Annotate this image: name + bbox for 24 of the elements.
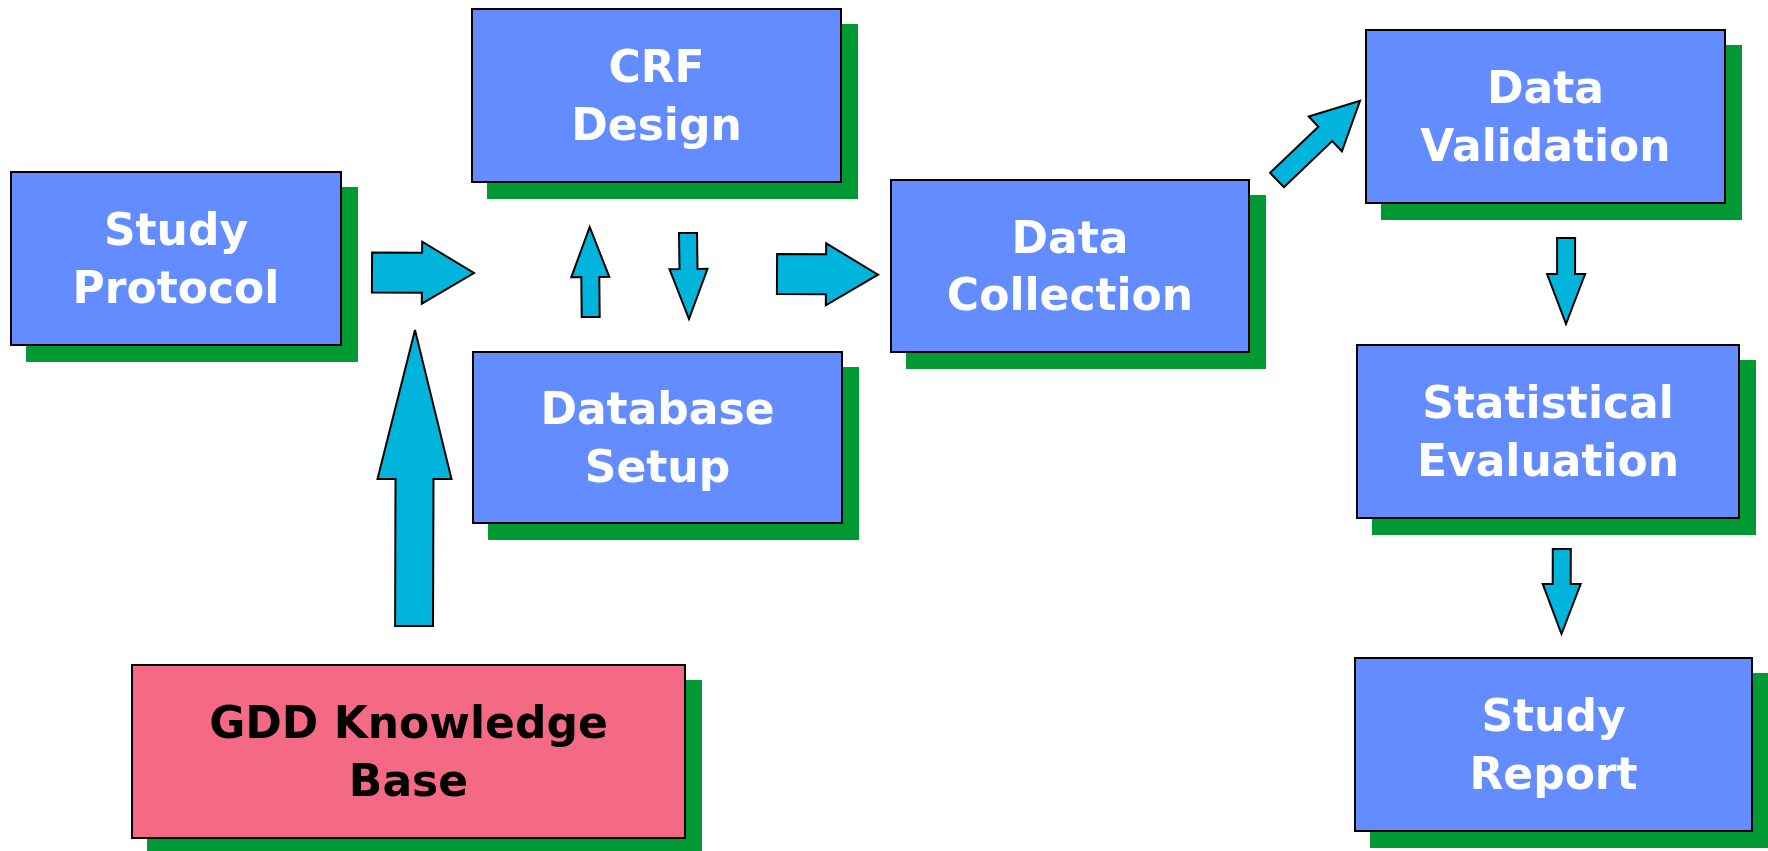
process-box	[1356, 344, 1740, 519]
process-box	[1354, 657, 1753, 832]
block-arrow	[775, 241, 880, 308]
node-label: CRF Design	[570, 40, 743, 152]
node-label: Data Collection	[945, 210, 1195, 322]
process-box	[10, 171, 342, 346]
block-arrow	[569, 224, 611, 319]
block-arrow	[1541, 548, 1583, 637]
node-label: Data Validation	[1419, 61, 1672, 173]
process-box	[472, 351, 843, 524]
block-arrow	[376, 329, 453, 628]
node-label: Database Setup	[539, 382, 776, 494]
block-arrow	[1268, 99, 1362, 189]
node-label: GDD Knowledge Base	[208, 696, 609, 808]
process-box	[890, 179, 1250, 353]
node-label: Study Report	[1468, 689, 1639, 801]
block-arrow	[370, 239, 476, 306]
process-box	[471, 8, 842, 183]
node-label: Study Protocol	[71, 203, 281, 315]
node-label: Statistical Evaluation	[1415, 376, 1681, 488]
process-box	[131, 664, 686, 839]
process-box	[1365, 29, 1726, 204]
block-arrow	[1545, 237, 1587, 327]
block-arrow	[668, 231, 709, 322]
